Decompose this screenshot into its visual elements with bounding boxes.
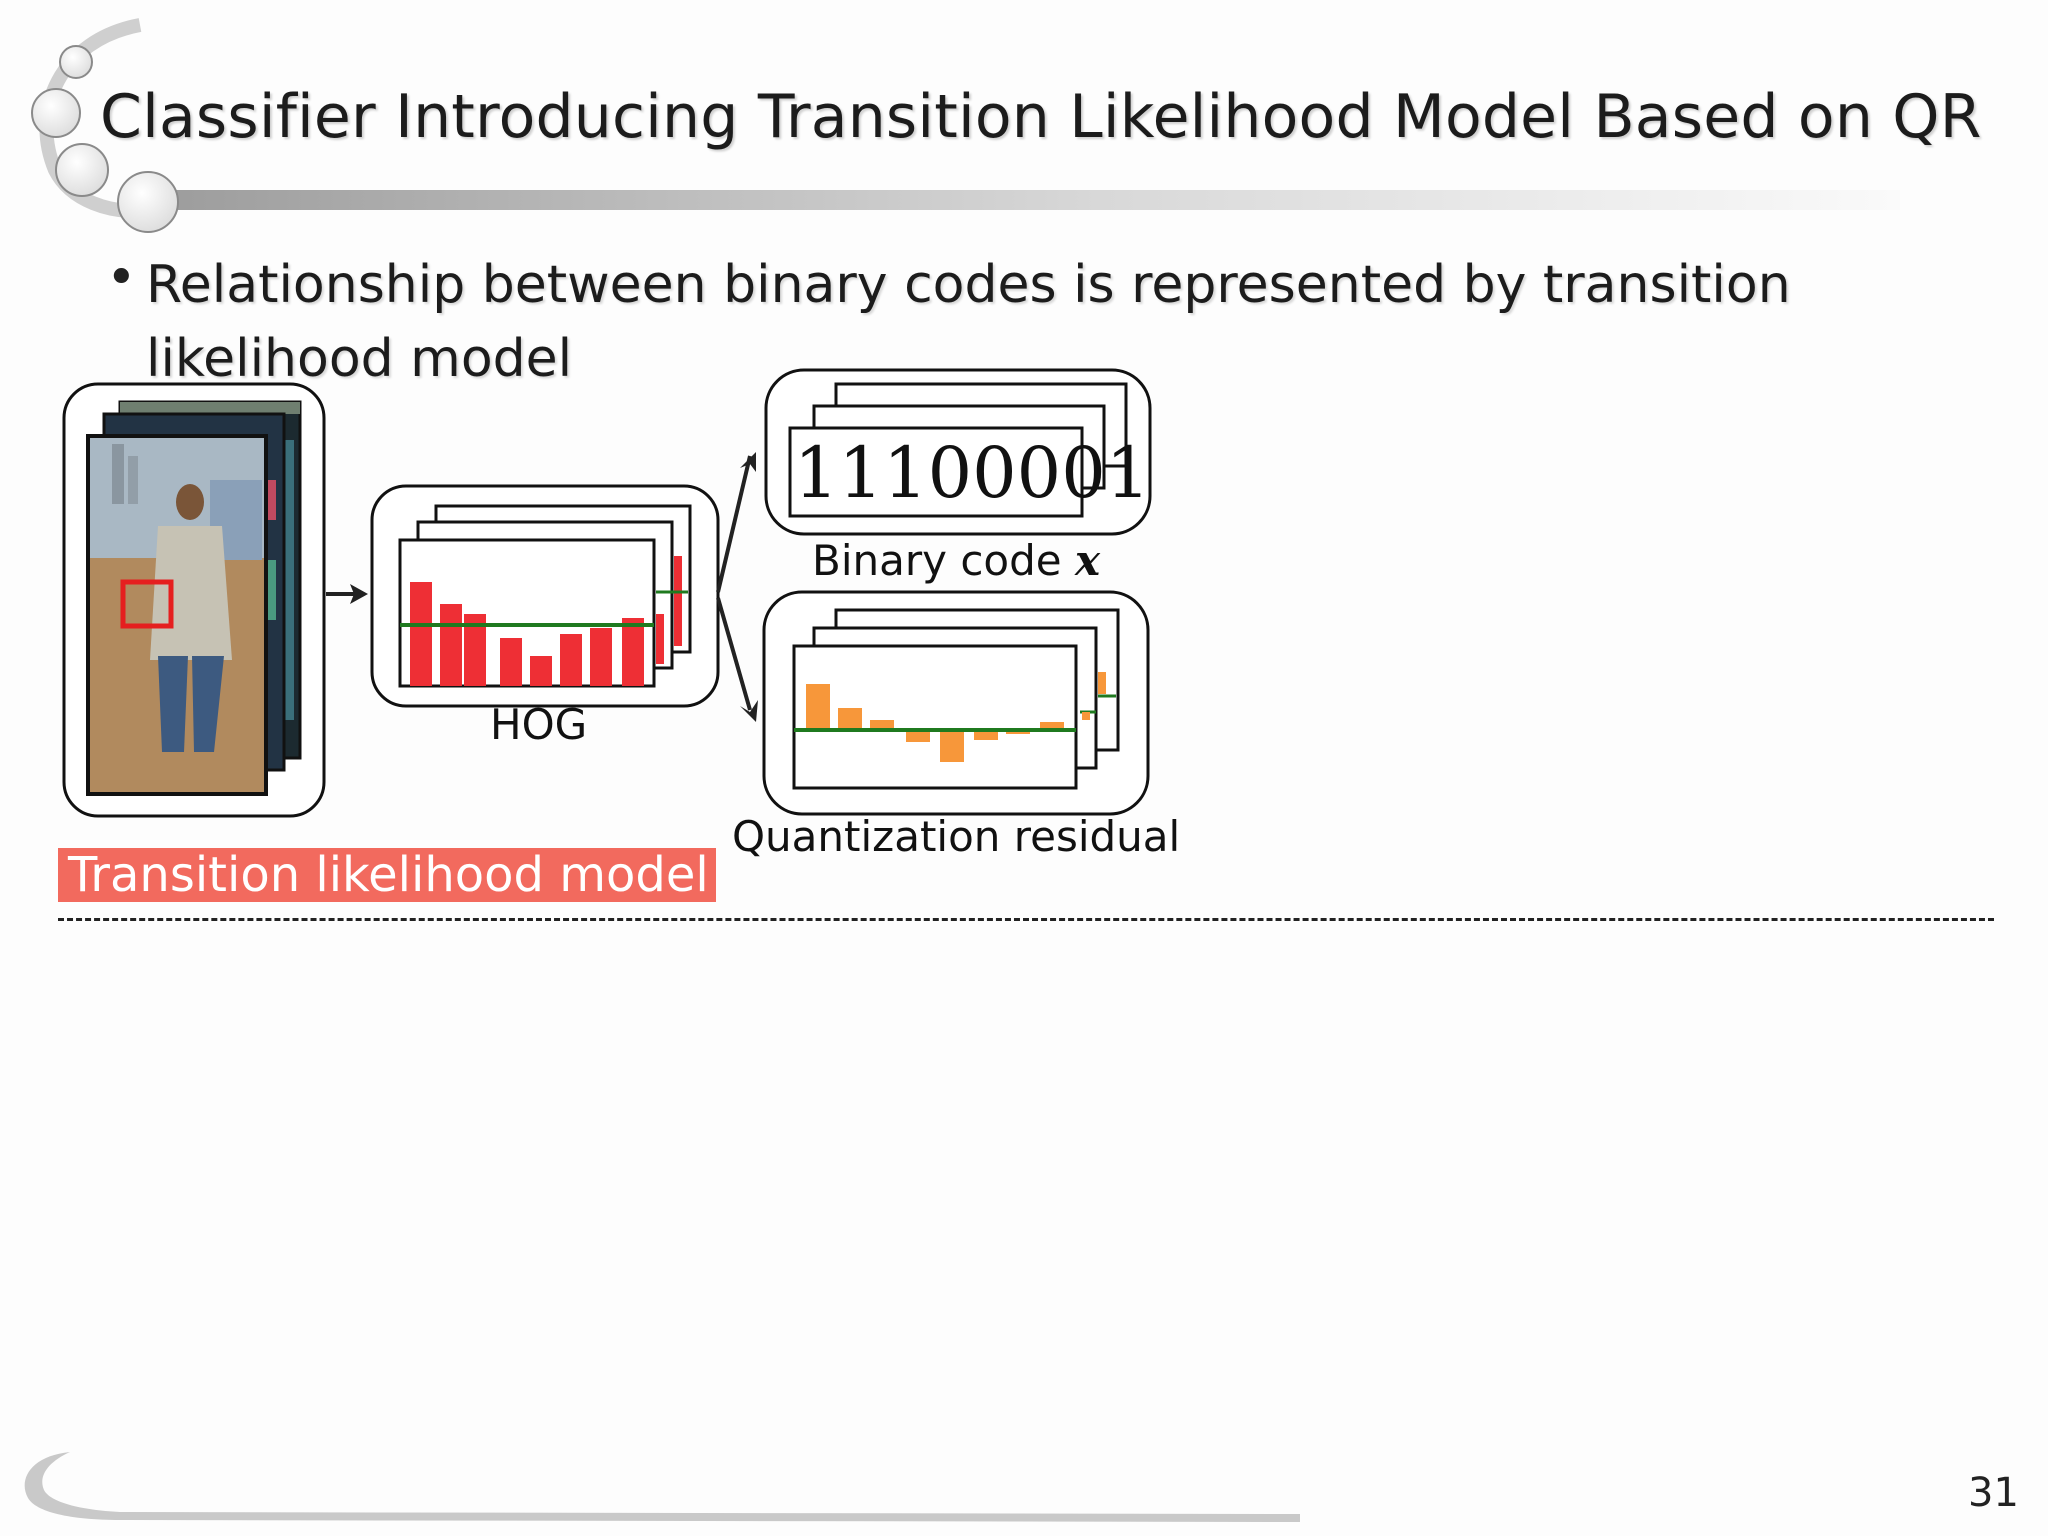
hog-bar [590,628,612,686]
binary-code-value: 11100001 [794,432,1151,514]
residual-bar [906,730,930,742]
hog-label: HOG [490,700,588,749]
hog-bar [560,634,582,686]
residual-bar [838,708,862,730]
circle-decor-4 [117,171,179,233]
circle-decor-2 [31,88,81,138]
slide-title: Classifier Introducing Transition Likeli… [100,82,1982,152]
residual-label: Quantization residual [732,812,1181,861]
hog-bar [464,614,486,686]
circle-decor-3 [55,143,109,197]
binary-code-variable: x [1074,536,1101,585]
binary-code-label-text: Binary code [812,536,1062,585]
residual-bar [974,730,998,740]
hog-window-marker [120,579,174,629]
residual-bar [870,720,894,730]
residual-bar [806,684,830,730]
transition-likelihood-highlight: Transition likelihood model [58,848,716,902]
bullet-text: Relationship between binary codes is rep… [146,255,1791,389]
diagram [62,368,1152,818]
hog-bar [410,582,432,686]
footer-decoration [24,1452,1301,1522]
residual-bar-chart [806,684,1064,762]
title-decoration [31,18,1900,233]
page-number: 31 [1968,1470,2019,1516]
hog-bar [622,618,644,686]
hog-bar [530,656,552,686]
binary-code-label: Binary code x [812,536,1100,585]
hog-bar [500,638,522,686]
hog-bar [440,604,462,686]
binary-code-stack [764,368,1152,536]
section-divider [58,918,1994,921]
bullet-dot-icon: • [106,248,137,308]
input-image-stack [62,382,326,818]
residual-bar [1040,722,1064,730]
residual-bar [940,730,964,762]
circle-decor-1 [59,45,93,79]
